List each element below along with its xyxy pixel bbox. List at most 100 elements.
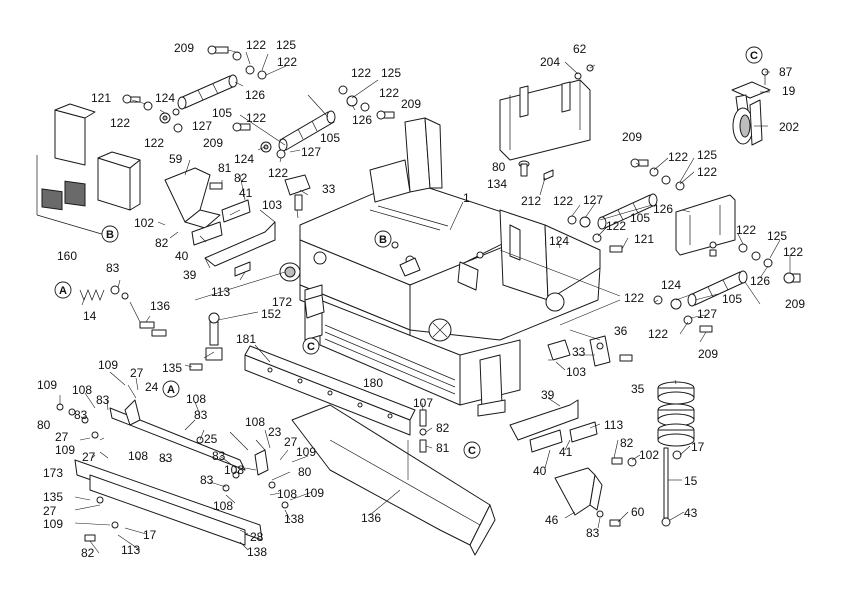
callout-124: 124	[155, 91, 175, 105]
callout-125: 125	[767, 229, 787, 243]
callout-107: 107	[413, 396, 433, 410]
callout-122: 122	[268, 166, 288, 180]
callout-27: 27	[55, 430, 69, 444]
callout-126: 126	[653, 202, 673, 216]
callout-180: 180	[363, 376, 383, 390]
callout-209: 209	[785, 297, 805, 311]
callout-80: 80	[492, 160, 506, 174]
callout-160: 160	[57, 249, 77, 263]
callout-33: 33	[572, 345, 586, 359]
callout-121: 121	[91, 91, 111, 105]
callout-122: 122	[277, 55, 297, 69]
callout-14: 14	[83, 309, 97, 323]
callout-41: 41	[239, 186, 253, 200]
callout-122: 122	[668, 150, 688, 164]
callout-80: 80	[298, 465, 312, 479]
callout-83: 17	[143, 528, 157, 542]
callout-136: 136	[150, 299, 170, 313]
blade-180	[244, 345, 416, 436]
callout-83: 83	[194, 408, 208, 422]
callout-122: 122	[606, 219, 626, 233]
callout-24: 24	[145, 380, 159, 394]
upper-left-brackets	[164, 167, 276, 277]
callout-108: 108	[186, 392, 206, 406]
caster-wheel	[731, 68, 771, 146]
callout-83: 83	[106, 261, 120, 275]
callout-127: 127	[192, 119, 212, 133]
callout-83: 83	[74, 408, 88, 422]
callout-125: 125	[381, 66, 401, 80]
callout-122: 122	[110, 116, 130, 130]
callout-43: 28	[250, 530, 264, 544]
callout-59: 59	[169, 152, 183, 166]
ref-marker-circle	[54, 281, 72, 299]
ref-marker-circle	[463, 441, 481, 459]
callout-134: 134	[487, 177, 507, 191]
callout-28: 60	[631, 505, 645, 519]
callout-83: 83	[159, 451, 173, 465]
callout-124: 124	[549, 234, 569, 248]
callout-82: 82	[436, 421, 450, 435]
callout-108: 108	[245, 415, 265, 429]
callout-209: 209	[203, 136, 223, 150]
callout-87: 87	[779, 65, 793, 79]
callout-82: 82	[620, 436, 634, 450]
callout-124: 124	[661, 278, 681, 292]
callout-152: 152	[261, 307, 281, 321]
callout-80: 80	[37, 418, 51, 432]
callout-209: 209	[174, 41, 194, 55]
stud-assembly	[189, 312, 223, 371]
callout-81: 81	[436, 441, 450, 455]
top-right-bracket	[499, 64, 594, 181]
callout-122: 122	[697, 165, 717, 179]
callout-126: 126	[352, 113, 372, 127]
callout-labels: 209 122 125 122 121 124 126 122 127 122 …	[37, 38, 805, 560]
callout-122: 122	[144, 136, 164, 150]
callout-27: 27	[82, 450, 96, 464]
callout-122: 122	[553, 194, 573, 208]
callout-108: 108	[213, 499, 233, 513]
callout-109: 109	[296, 445, 316, 459]
callout-122: 122	[736, 223, 756, 237]
callout-105: 105	[212, 106, 232, 120]
lower-right-brackets	[509, 399, 637, 527]
callout-122: 122	[246, 111, 266, 125]
callout-1: 1	[463, 191, 470, 205]
ref-marker-letter: C	[468, 445, 476, 457]
ref-marker-circle	[162, 380, 180, 398]
callout-138: 113	[121, 543, 140, 557]
callout-209: 209	[401, 97, 421, 111]
callout-113: 82	[81, 546, 95, 560]
callout-83: 83	[96, 393, 110, 407]
ref-marker-circle	[302, 337, 320, 355]
ref-marker-letter: C	[307, 341, 315, 353]
center-bolts	[284, 174, 427, 453]
callout-102: 102	[134, 216, 154, 230]
ref-marker-circle	[101, 225, 119, 243]
callout-122: 122	[783, 245, 803, 259]
callout-136: 109	[43, 517, 63, 531]
callout-122: 122	[351, 66, 371, 80]
main-frame	[279, 117, 601, 417]
callout-46: 136	[361, 511, 381, 525]
callout-126: 126	[750, 274, 770, 288]
callout-15: 15	[684, 474, 698, 488]
callout-127: 127	[301, 145, 321, 159]
callout-27: 27	[130, 366, 144, 380]
callout-23: 23	[268, 425, 282, 439]
callout-127: 127	[583, 193, 603, 207]
callout-204: 204	[540, 55, 560, 69]
ref-marker-letter: B	[106, 229, 114, 241]
callout-41: 41	[559, 445, 573, 459]
callout-138: 27	[43, 504, 57, 518]
right-upper-roller-assembly	[567, 158, 736, 257]
callout-83: 83	[200, 473, 214, 487]
callout-40: 40	[175, 249, 189, 263]
callout-35: 35	[631, 382, 645, 396]
leader-lines	[59, 49, 791, 554]
callout-135: 135	[162, 361, 182, 375]
callout-108: 108	[224, 463, 244, 477]
callout-202: 202	[779, 120, 799, 134]
callout-181: 181	[236, 332, 256, 346]
buffer-stack	[657, 381, 695, 527]
